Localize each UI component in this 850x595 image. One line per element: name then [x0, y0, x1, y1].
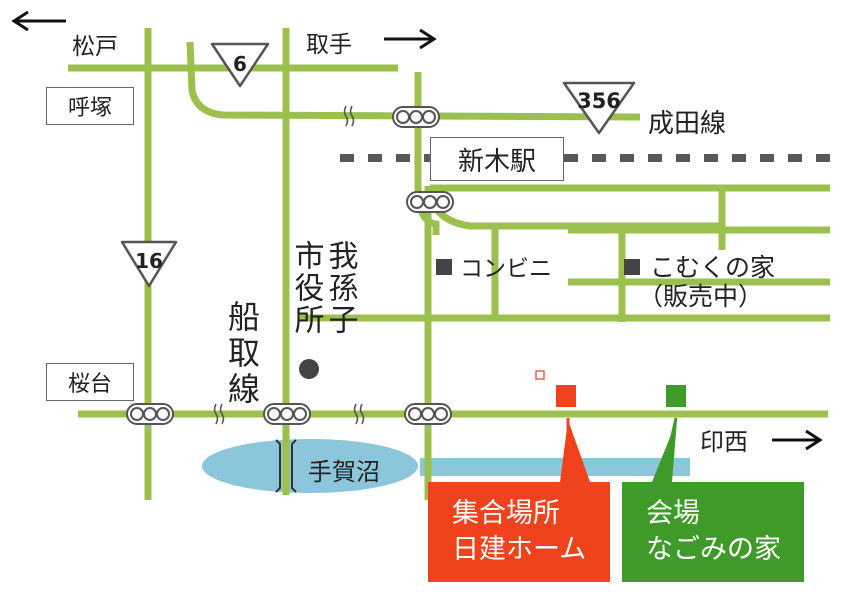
meeting-point-label: 集合場所 — [452, 498, 560, 529]
venue-marker — [666, 385, 686, 407]
break-mark — [213, 403, 225, 425]
break-mark — [353, 403, 365, 425]
small-marker-icon — [535, 370, 545, 380]
venue-name: なごみの家 — [646, 534, 781, 565]
road-center-vertical — [414, 72, 440, 500]
meeting-point-pointer — [560, 420, 590, 482]
venue-label: 会場 — [646, 498, 700, 529]
bridge-mark — [291, 439, 297, 493]
route-number: 16 — [135, 249, 163, 273]
traffic-signal-icon — [392, 106, 440, 128]
label-inzai: 印西 — [700, 428, 748, 456]
meeting-point-marker — [556, 385, 576, 407]
label-komuku-note: （販売中） — [638, 282, 763, 311]
traffic-signal-icon — [263, 403, 311, 425]
route-number: 356 — [577, 89, 621, 113]
label-shinki-station: 新木駅 — [430, 137, 564, 181]
route-shield-6: 6 — [210, 42, 270, 88]
meeting-point-callout: 集合場所 日建ホーム — [428, 482, 610, 582]
traffic-signal-icon — [404, 403, 452, 425]
label-city-office: 市役所 — [289, 240, 325, 336]
convenience-store-marker — [436, 259, 452, 275]
route-shield-16: 16 — [120, 240, 178, 288]
komuku-house-marker — [624, 259, 640, 275]
bridge-marks — [275, 439, 297, 493]
arrow-right-icon — [384, 28, 437, 50]
teganuma-lake — [202, 439, 418, 493]
label-teganuma: 手賀沼 — [308, 457, 380, 486]
traffic-signal-icon — [406, 191, 454, 213]
break-mark — [343, 105, 355, 127]
label-abiko-city: 我孫子 — [323, 240, 358, 336]
roads — [68, 28, 830, 500]
road-route6-branch — [186, 41, 641, 121]
arrow-right-icon — [772, 429, 823, 451]
break-marks — [213, 105, 365, 425]
traffic-signal-icon — [126, 403, 174, 425]
label-convenience-store: コンビニ — [460, 256, 552, 282]
traffic-signals — [126, 106, 454, 425]
label-matsudo: 松戸 — [72, 34, 118, 60]
venue-callout: 会場 なごみの家 — [622, 482, 804, 582]
venue-pointer-line — [660, 417, 678, 483]
route-shield-356: 356 — [562, 81, 636, 135]
road-curve-right — [428, 198, 722, 230]
teganuma-channel — [420, 458, 690, 476]
label-yobitsuka: 呼塚 — [46, 87, 134, 125]
label-narita-line: 成田線 — [648, 109, 726, 139]
label-komuku-house: こむくの家 — [650, 253, 775, 282]
bridge-mark — [275, 439, 281, 493]
city-office-marker — [299, 359, 319, 379]
arrow-left-icon — [11, 10, 66, 32]
label-toride: 取手 — [306, 32, 352, 58]
label-funatori-line: 船取線 — [223, 300, 261, 408]
meeting-point-name: 日建ホーム — [452, 534, 587, 565]
route-number: 6 — [233, 52, 247, 76]
label-sakuradai: 桜台 — [46, 363, 134, 401]
